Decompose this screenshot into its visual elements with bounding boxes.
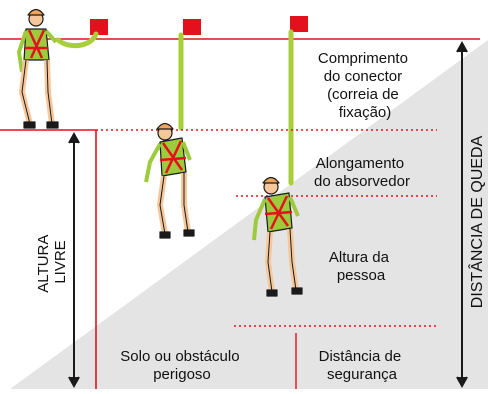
fall-distance-arrow (456, 40, 468, 389)
ground-shadow (10, 40, 488, 389)
anchor-point-3 (290, 16, 308, 32)
person-height-label: Altura da pessoa (329, 249, 393, 284)
worker-arrested (252, 176, 303, 297)
worker-falling (144, 122, 195, 239)
connector-length-label: Comprimento do conector (correia de fixa… (318, 50, 412, 121)
ground-obstacle-label: Solo ou obstáculo perigoso (120, 348, 243, 383)
fall-distance-label: DISTÂNCIA DE QUEDA (467, 135, 486, 308)
worker-standing (17, 8, 59, 129)
absorber-elongation-label: Alongamento do absorvedor (314, 155, 410, 190)
safety-distance-label: Distância de segurança (319, 348, 406, 383)
anchor-point-1 (90, 19, 108, 35)
lanyard-standing (55, 31, 99, 49)
anchor-point-2 (183, 19, 201, 35)
free-height-label: ALTURA LIVRE (35, 231, 69, 292)
free-height-arrow (68, 131, 80, 389)
